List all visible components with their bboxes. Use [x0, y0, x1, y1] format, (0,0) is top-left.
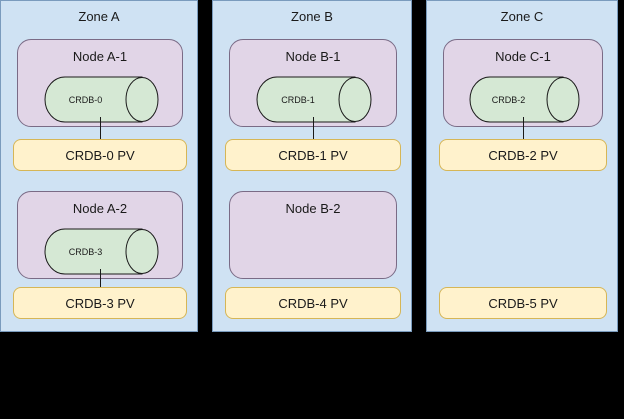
persistent-volume-box: CRDB-5 PV	[439, 287, 607, 319]
cylinder-body	[469, 76, 564, 123]
node-box: Node B-2	[229, 191, 397, 279]
cylinder-body	[44, 228, 143, 275]
cylinder-cap-ellipse	[125, 229, 159, 274]
node-label: Node B-2	[285, 201, 341, 216]
cylinder-cap-ellipse	[546, 77, 580, 122]
zone-title: Zone B	[291, 9, 333, 24]
zone-title: Zone C	[500, 9, 544, 24]
cylinder-cap-ellipse	[338, 77, 372, 122]
persistent-volume-box: CRDB-0 PV	[13, 139, 187, 171]
persistent-volume-box: CRDB-3 PV	[13, 287, 187, 319]
node-label: Node A-2	[72, 201, 128, 216]
node-label: Node C-1	[495, 49, 551, 64]
node-label: Node A-1	[72, 49, 128, 64]
pod-to-pv-connector	[313, 117, 314, 139]
crdb-pod-cylinder: CRDB-2	[469, 76, 580, 123]
zone-title: Zone A	[78, 9, 120, 24]
cylinder-cap-ellipse	[125, 77, 159, 122]
pod-to-pv-connector	[100, 269, 101, 287]
persistent-volume-box: CRDB-1 PV	[225, 139, 401, 171]
persistent-volume-box: CRDB-2 PV	[439, 139, 607, 171]
crdb-pod-cylinder: CRDB-3	[44, 228, 159, 275]
persistent-volume-box: CRDB-4 PV	[225, 287, 401, 319]
cylinder-body	[256, 76, 356, 123]
crdb-pod-cylinder: CRDB-0	[44, 76, 159, 123]
node-label: Node B-1	[285, 49, 341, 64]
pod-to-pv-connector	[523, 117, 524, 139]
pod-to-pv-connector	[100, 117, 101, 139]
crdb-pod-cylinder: CRDB-1	[256, 76, 372, 123]
cylinder-body	[44, 76, 143, 123]
